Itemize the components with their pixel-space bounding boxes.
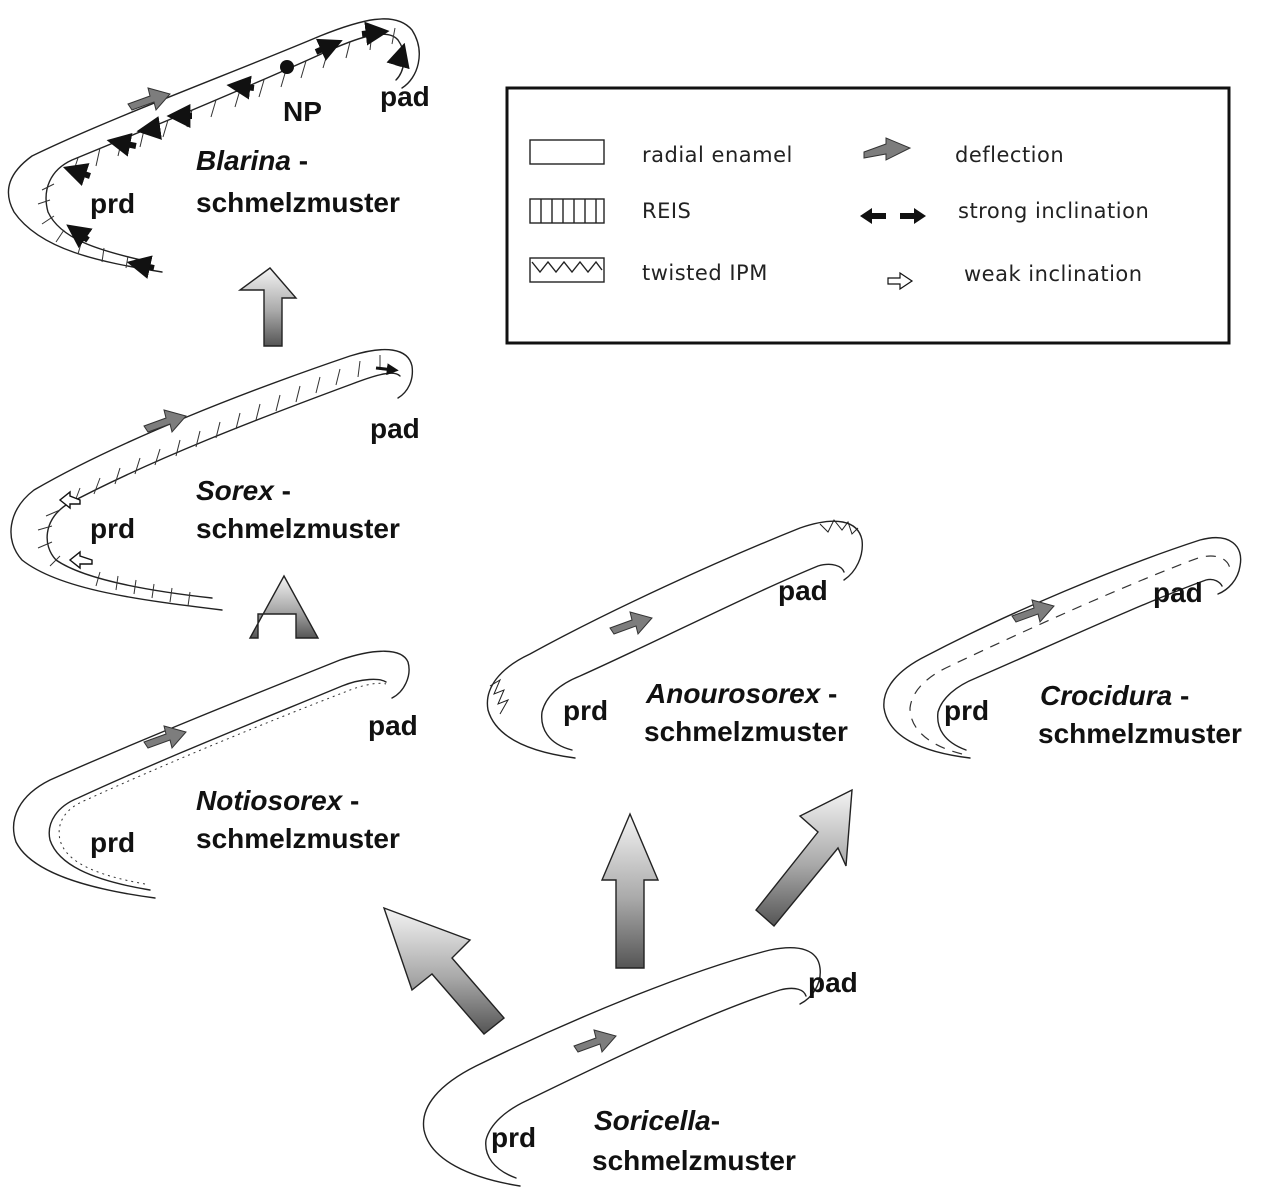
soricella-schmelzmuster: pad prd Soricella- schmelzmuster	[422, 947, 858, 1187]
notiosorex-deflection-arrow	[143, 725, 187, 750]
notiosorex-word: schmelzmuster	[196, 823, 400, 854]
arrow-soricella-to-anourosorex	[600, 812, 660, 969]
notiosorex-prd-label: prd	[90, 827, 135, 858]
crocidura-outer-edge	[883, 537, 1242, 759]
legend-radial-label: radial enamel	[642, 143, 793, 167]
notiosorex-schmelzmuster: pad prd Notiosorex - schmelzmuster	[12, 650, 418, 899]
notiosorex-dash: -	[342, 785, 359, 816]
legend-deflection-label: deflection	[955, 143, 1064, 167]
anourosorex-word: schmelzmuster	[644, 716, 848, 747]
notiosorex-pad-label: pad	[368, 710, 418, 741]
deflection-icon	[863, 137, 912, 161]
sorex-reis-ticks	[37, 355, 381, 607]
legend: radial enamel REIS twisted IPM deflectio…	[505, 86, 1231, 345]
arrow-soricella-to-crocidura	[755, 788, 853, 928]
blarina-np-dot	[280, 60, 294, 74]
crocidura-deflection-arrow	[1011, 599, 1055, 624]
strong-inclination-icon	[860, 208, 926, 224]
notiosorex-genus: Notiosorex	[196, 785, 344, 816]
anourosorex-prd-label: prd	[563, 695, 608, 726]
blarina-title: Blarina -	[196, 145, 308, 176]
anourosorex-deflection-arrow	[609, 611, 653, 636]
radial-enamel-swatch	[529, 139, 605, 165]
sorex-dash: -	[274, 475, 291, 506]
anourosorex-twisted-ipm	[489, 519, 859, 715]
soricella-prd-label: prd	[491, 1122, 536, 1153]
sorex-genus: Sorex	[196, 475, 275, 506]
anourosorex-genus: Anourosorex	[645, 678, 822, 709]
sorex-title: Sorex -	[196, 475, 291, 506]
crocidura-genus: Crocidura	[1040, 680, 1172, 711]
anourosorex-pad-label: pad	[778, 575, 828, 606]
crocidura-edj-dashed	[909, 555, 1231, 755]
blarina-np-label: NP	[283, 96, 322, 127]
anourosorex-dash: -	[820, 678, 837, 709]
blarina-strong-inclination-arrows	[62, 21, 410, 279]
soricella-word: schmelzmuster	[592, 1145, 796, 1176]
weak-inclination-icon	[887, 271, 914, 291]
soricella-pad-label: pad	[808, 967, 858, 998]
twisted-ipm-swatch	[529, 257, 605, 283]
blarina-pad-label: pad	[380, 81, 430, 112]
blarina-schmelzmuster: NP pad prd Blarina - schmelzmuster	[7, 18, 430, 279]
reis-swatch	[529, 198, 605, 224]
sorex-inner-edge	[46, 372, 401, 599]
blarina-genus: Blarina	[196, 145, 291, 176]
crocidura-pad-label: pad	[1153, 577, 1203, 608]
crocidura-word: schmelzmuster	[1038, 718, 1242, 749]
legend-weak-label: weak inclination	[964, 262, 1143, 286]
soricella-outer-edge	[422, 947, 821, 1187]
sorex-weak-inclination-arrows	[58, 490, 93, 570]
legend-reis-label: REIS	[642, 199, 691, 223]
notiosorex-outer-edge	[12, 650, 410, 899]
arrow-notiosorex-to-sorex	[248, 574, 320, 639]
sorex-prd-label: prd	[90, 513, 135, 544]
arrow-soricella-to-notiosorex	[382, 906, 506, 1035]
sorex-pad-label: pad	[370, 413, 420, 444]
soricella-inner-edge	[485, 987, 807, 1179]
blarina-prd-label: prd	[90, 188, 135, 219]
crocidura-inner-edge	[937, 578, 1223, 751]
anourosorex-outer-edge	[486, 520, 863, 759]
soricella-genus: Soricella	[594, 1105, 711, 1136]
notiosorex-inner-edge	[48, 678, 387, 891]
notiosorex-reis-band	[58, 682, 387, 885]
soricella-deflection-arrow	[573, 1029, 617, 1054]
blarina-outer-edge	[7, 18, 420, 273]
evolution-arrows	[237, 267, 853, 1035]
crocidura-prd-label: prd	[944, 695, 989, 726]
anourosorex-inner-edge	[541, 563, 845, 751]
sorex-outer-edge	[10, 349, 414, 611]
sorex-deflection-arrow	[143, 409, 187, 434]
anourosorex-title: Anourosorex -	[645, 678, 837, 709]
soricella-title: Soricella-	[594, 1105, 720, 1136]
notiosorex-title: Notiosorex -	[196, 785, 359, 816]
soricella-dash: -	[711, 1105, 720, 1136]
arrow-sorex-to-blarina	[237, 267, 298, 347]
sorex-word: schmelzmuster	[196, 513, 400, 544]
legend-ipm-label: twisted IPM	[642, 261, 768, 285]
sorex-strong-inclination-arrow	[375, 363, 399, 376]
crocidura-title: Crocidura -	[1040, 680, 1189, 711]
sorex-schmelzmuster: pad prd Sorex - schmelzmuster	[10, 349, 420, 611]
blarina-deflection-arrow	[127, 87, 171, 112]
blarina-word: schmelzmuster	[196, 187, 400, 218]
crocidura-schmelzmuster: pad prd Crocidura - schmelzmuster	[883, 537, 1242, 759]
crocidura-dash: -	[1172, 680, 1189, 711]
anourosorex-schmelzmuster: pad prd Anourosorex - schmelzmuster	[486, 519, 863, 759]
legend-strong-label: strong inclination	[958, 199, 1149, 223]
blarina-dash: -	[291, 145, 308, 176]
